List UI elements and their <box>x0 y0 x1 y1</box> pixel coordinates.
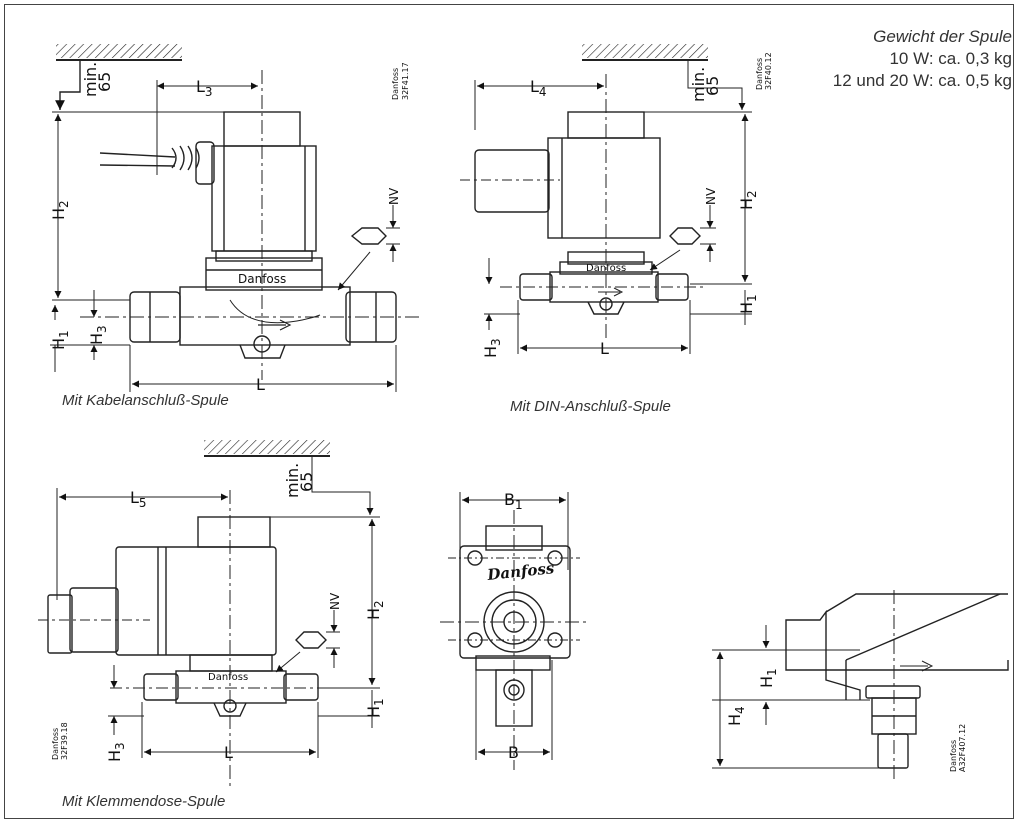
min-label-3: min. <box>283 463 302 498</box>
dim-h2-2: H2 <box>737 190 759 210</box>
body-label-2: Danfoss <box>586 263 626 274</box>
code-1-line1: Danfoss <box>391 68 400 100</box>
min-value-1: 65 <box>95 72 114 92</box>
dim-l-3: L <box>224 743 233 762</box>
code-3-line2: 32F39.18 <box>60 722 69 760</box>
caption-terminal-coil: Mit Klemmendose-Spule <box>62 793 226 810</box>
dim-h2-1: H2 <box>49 200 71 220</box>
code-4-line1: Danfoss <box>949 740 958 772</box>
dim-l4: L4 <box>530 77 547 99</box>
dim-h2-3: H2 <box>364 600 386 620</box>
dim-nv-1: NV <box>387 187 401 205</box>
dim-h1-5: H1 <box>757 668 779 688</box>
code-2-line2: 32F40.12 <box>764 52 773 90</box>
dim-h1-2: H1 <box>737 294 759 314</box>
dim-nv-2: NV <box>704 187 718 205</box>
dim-h1-3: H1 <box>364 698 386 718</box>
min-value-3: 65 <box>297 472 316 492</box>
dim-b: B <box>508 743 519 762</box>
dim-h3-3: H3 <box>105 742 127 762</box>
code-2-line1: Danfoss <box>755 58 764 90</box>
weight-line-1: 10 W: ca. 0,3 kg <box>889 49 1012 68</box>
dim-h3-1: H3 <box>87 325 109 345</box>
danfoss-logo: Danfoss <box>486 559 556 584</box>
view-detail <box>712 590 1009 780</box>
min-label-1: min. <box>81 62 100 97</box>
dim-nv-3: NV <box>328 592 342 610</box>
weight-line-2: 12 und 20 W: ca. 0,5 kg <box>832 71 1012 90</box>
dim-l-1: L <box>256 375 265 394</box>
code-3-line1: Danfoss <box>51 728 60 760</box>
dim-l5: L5 <box>130 488 147 510</box>
drawing-frame <box>4 4 1014 819</box>
dim-l-2: L <box>600 339 609 358</box>
code-4-line2: A32F407.12 <box>958 724 967 772</box>
dim-l3: L3 <box>196 77 213 99</box>
body-label-3: Danfoss <box>208 672 248 683</box>
view-terminal-coil <box>38 440 380 790</box>
dim-h1-1: H1 <box>49 330 71 350</box>
coil-weight-note: Gewicht der Spule 10 W: ca. 0,3 kg 12 un… <box>833 26 1012 92</box>
view-cable-coil <box>50 44 420 392</box>
dim-h4: H4 <box>725 706 747 726</box>
min-value-2: 65 <box>703 76 722 96</box>
caption-cable-coil: Mit Kabelanschluß-Spule <box>62 392 229 409</box>
weight-title: Gewicht der Spule <box>873 27 1012 46</box>
dim-b1: B1 <box>504 490 523 512</box>
dim-h3-2: H3 <box>481 338 503 358</box>
caption-din-coil: Mit DIN-Anschluß-Spule <box>510 398 671 415</box>
view-side <box>440 492 590 770</box>
min-label-2: min. <box>689 67 708 102</box>
body-label-1: Danfoss <box>238 272 286 286</box>
view-din-coil <box>460 44 752 354</box>
code-1-line2: 32F41.17 <box>401 62 410 100</box>
